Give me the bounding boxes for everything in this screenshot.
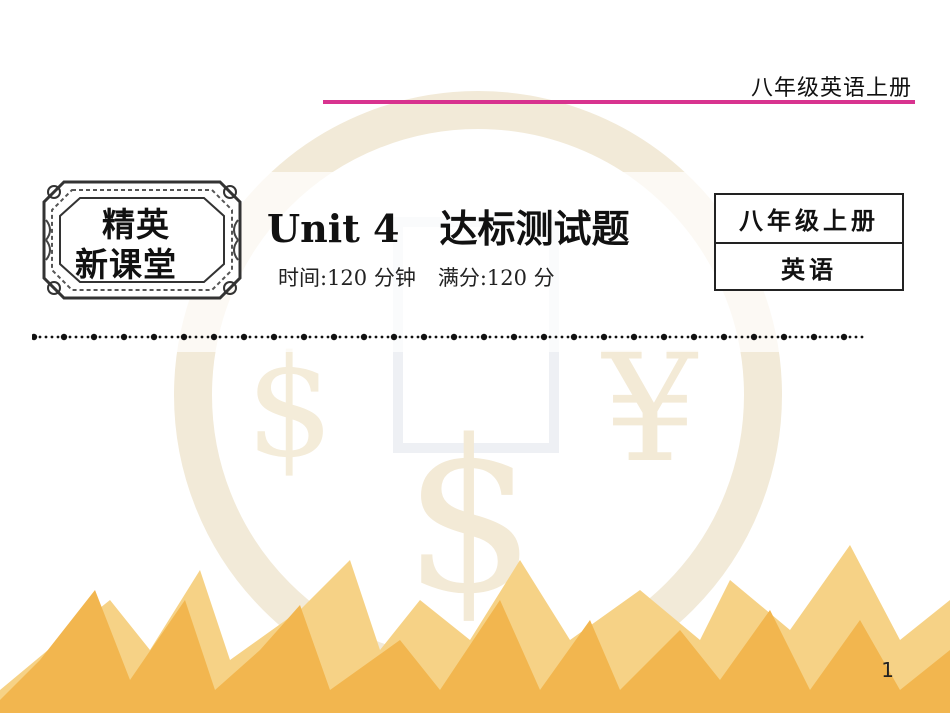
- exam-meta: 时间:120 分钟满分:120 分: [278, 262, 555, 292]
- mountain-back: [0, 545, 950, 713]
- watermark-dollar-large: $: [403, 395, 537, 640]
- badge-line2: 新课堂: [75, 245, 177, 284]
- exam-time: 时间:120 分钟: [278, 266, 416, 290]
- header-rule: [323, 100, 915, 104]
- grade-box-bottom: 英语: [781, 256, 837, 284]
- course-label: 八年级英语上册: [750, 76, 912, 101]
- page-title: Unit 4 达标测试题: [267, 198, 629, 253]
- page-number: 1: [881, 658, 894, 682]
- grade-box: 八年级上册 英语: [714, 193, 904, 291]
- grade-box-top: 八年级上册: [739, 207, 879, 235]
- grade-box-divider: [716, 242, 902, 244]
- unit-number: Unit 4: [267, 206, 400, 251]
- dotted-divider: [32, 333, 864, 341]
- badge-frame: [42, 180, 242, 300]
- test-title: 达标测试题: [439, 206, 630, 251]
- mountain-front: [0, 590, 950, 713]
- exam-score: 满分:120 分: [437, 266, 555, 290]
- badge-line1: 精英: [102, 205, 170, 244]
